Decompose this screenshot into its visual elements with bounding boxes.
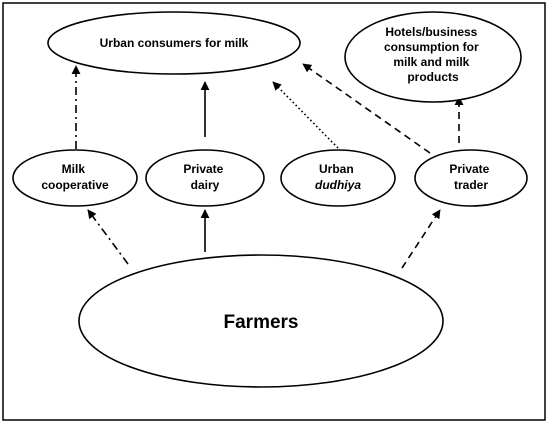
node-milk-cooperative: Milk cooperative — [12, 149, 138, 207]
node-private-dairy: Private dairy — [145, 149, 265, 207]
node-urban-consumers: Urban consumers for milk — [47, 11, 301, 75]
edges-layer — [71, 63, 464, 269]
milk-cooperative-label: Milk cooperative — [41, 162, 109, 192]
arrow-farmers-to-milk-cooperative — [87, 209, 129, 265]
arrow-farmers-to-private-trader — [401, 209, 441, 269]
arrow-urban-dudhiya-to-urban-consumers — [272, 81, 339, 149]
private-dairy-label: Private dairy — [183, 162, 226, 192]
node-private-trader: Private trader — [414, 149, 528, 207]
urban-consumers-label: Urban consumers for milk — [100, 36, 249, 50]
urban-dudhiya-label: Urban dudhiya — [315, 162, 361, 192]
arrow-private-trader-to-urban-consumers — [302, 63, 431, 154]
node-farmers: Farmers — [78, 254, 444, 388]
farmers-label: Farmers — [224, 312, 299, 333]
private-trader-label: Private trader — [449, 162, 492, 192]
hotels-business-label: Hotels/business consumption for milk and… — [384, 25, 482, 84]
diagram-frame — [2, 2, 546, 421]
node-hotels-business: Hotels/business consumption for milk and… — [344, 11, 522, 103]
node-urban-dudhiya: Urban dudhiya — [280, 149, 396, 207]
